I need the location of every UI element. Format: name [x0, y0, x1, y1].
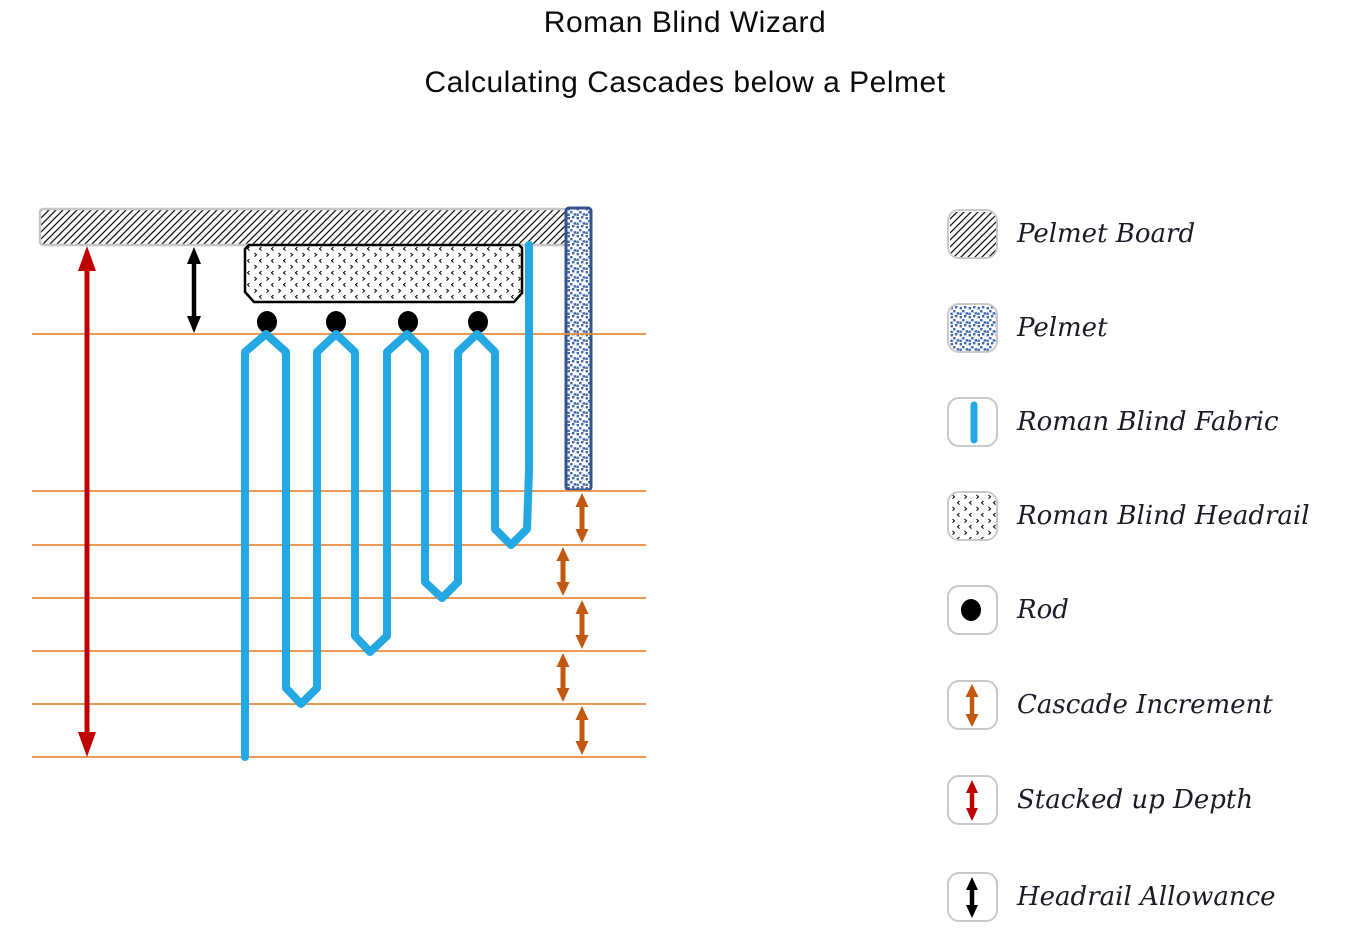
pelmet-speckle-swatch: [947, 303, 998, 353]
legend-label: Pelmet Board: [1017, 219, 1196, 249]
cascade-increment-arrow: [575, 493, 589, 543]
fabric-line-icon: [970, 401, 977, 443]
pelmet-board: [38, 207, 569, 247]
headrail-allowance-arrow: [187, 247, 201, 333]
legend-item-pelmet-board: Pelmet Board: [947, 209, 1195, 259]
roman-blind-headrail: [243, 243, 524, 304]
rod: [326, 311, 346, 333]
rod-dot-swatch: [947, 585, 998, 635]
legend-label: Stacked up Depth: [1017, 785, 1254, 815]
rod-dot-icon: [960, 598, 981, 621]
legend-item-roman-blind-headrail: Roman Blind Headrail: [947, 491, 1310, 541]
legend-label: Roman Blind Headrail: [1017, 501, 1310, 531]
cascade-increment-arrow: [556, 547, 570, 596]
legend-item-cascade-increment: Cascade Increment: [947, 680, 1273, 730]
rod: [257, 311, 277, 333]
cascade-increment-arrows: [556, 493, 589, 755]
red-double-arrow-icon: [965, 779, 978, 821]
cascade-increment-arrow: [575, 706, 589, 755]
hatch-pattern-icon: [949, 211, 996, 257]
cascade-increment-arrow: [556, 653, 570, 702]
black-double-arrow-icon: [965, 876, 978, 918]
orange-double-arrow-swatch: [947, 680, 998, 730]
cascade-increment-arrow: [575, 600, 589, 649]
rod: [398, 311, 418, 333]
rod: [468, 311, 488, 333]
headrail-divot-swatch: [947, 491, 998, 541]
fabric-line-swatch: [947, 397, 998, 447]
orange-double-arrow-icon: [965, 683, 978, 727]
legend-label: Headrail Allowance: [1017, 882, 1276, 912]
legend-item-rod: Rod: [947, 585, 1069, 635]
rods: [257, 311, 488, 333]
red-double-arrow-swatch: [947, 775, 998, 825]
stacked-up-depth-arrow: [78, 246, 96, 757]
divot-pattern-icon: [949, 493, 996, 539]
legend-item-roman-blind-fabric: Roman Blind Fabric: [947, 397, 1279, 447]
page-subtitle: Calculating Cascades below a Pelmet: [424, 66, 946, 99]
roman-blind-fabric: [241, 241, 533, 761]
page-title: Roman Blind Wizard: [543, 6, 827, 39]
legend-label: Pelmet: [1017, 313, 1108, 343]
pelmet-board-hatch-swatch: [947, 209, 998, 259]
legend-item-pelmet: Pelmet: [947, 303, 1108, 353]
pelmet: [564, 206, 593, 492]
legend-label: Cascade Increment: [1017, 690, 1273, 720]
legend-item-stacked-up-depth: Stacked up Depth: [947, 775, 1253, 825]
guide-lines: [32, 333, 646, 758]
black-double-arrow-swatch: [947, 872, 998, 922]
speckle-pattern-icon: [949, 305, 996, 351]
legend-label: Roman Blind Fabric: [1017, 407, 1279, 437]
legend-item-headrail-allowance: Headrail Allowance: [947, 872, 1276, 922]
legend-label: Rod: [1017, 595, 1069, 625]
